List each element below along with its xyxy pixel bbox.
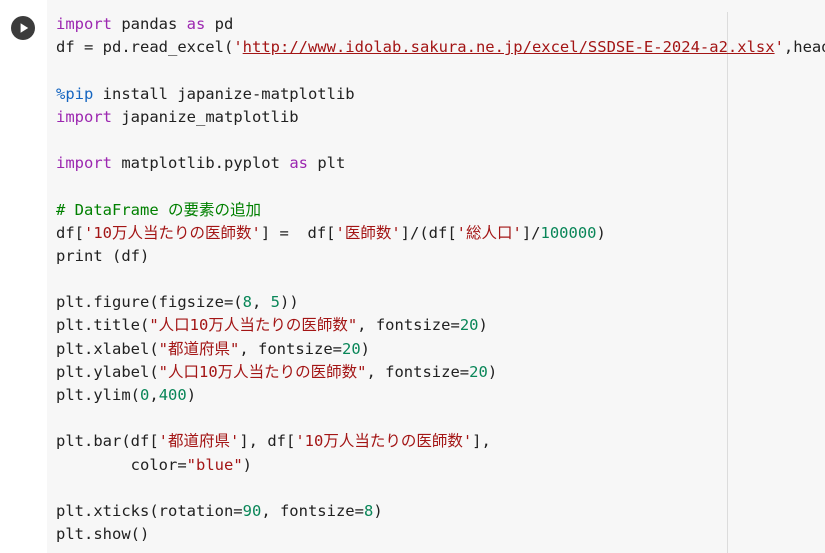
code-token: '総人口' <box>456 223 522 242</box>
code-token: , fontsize= <box>357 316 460 335</box>
code-line: plt.ylim(0,400) <box>56 384 825 407</box>
code-line: plt.title("人口10万人当たりの医師数", fontsize=20) <box>56 314 825 337</box>
code-token: 20 <box>459 316 479 335</box>
code-token: print (df) <box>56 246 150 265</box>
play-icon <box>20 23 29 33</box>
code-token: pandas <box>112 15 187 33</box>
code-line: plt.xlabel("都道府県", fontsize=20) <box>56 338 825 361</box>
code-token: '10万人当たりの医師数' <box>295 432 473 451</box>
code-line: ​ <box>56 477 825 500</box>
code-token: plt.figure(figsize=( <box>56 293 243 312</box>
code-token: 400 <box>158 386 187 404</box>
code-token: , <box>149 386 159 404</box>
code-token: plt.xticks(rotation= <box>56 501 243 520</box>
code-line: %pip install japanize-matplotlib <box>56 83 825 106</box>
code-token: as <box>289 154 308 173</box>
code-token: import <box>56 15 112 33</box>
code-line: import pandas as pd <box>56 13 825 36</box>
code-token: , <box>251 293 271 312</box>
code-token: 8 <box>242 293 252 312</box>
code-line: plt.ylabel("人口10万人当たりの医師数", fontsize=20) <box>56 361 825 384</box>
code-token: '都道府県' <box>158 432 240 451</box>
code-token: plt.xlabel( <box>56 339 159 358</box>
code-line: import matplotlib.pyplot as plt <box>56 152 825 175</box>
code-token: ]/ <box>521 223 541 242</box>
run-cell-button[interactable] <box>11 16 35 40</box>
code-line: plt.figure(figsize=(8, 5)) <box>56 291 825 314</box>
code-token: pd <box>205 15 234 33</box>
code-token: ]/(df[ <box>400 223 457 242</box>
code-token: ) <box>373 501 383 520</box>
code-line: import japanize_matplotlib <box>56 106 825 129</box>
code-token: "blue" <box>186 455 243 474</box>
code-token: plt.title( <box>56 316 150 335</box>
code-token: ' <box>233 38 243 57</box>
code-token: '10万人当たりの医師数' <box>84 223 261 242</box>
code-token: import <box>56 107 112 126</box>
code-token: 0 <box>140 386 150 404</box>
code-line: ​ <box>56 407 825 430</box>
code-token: 20 <box>469 362 488 381</box>
code-token: install japanize-matplotlib <box>93 84 355 103</box>
code-token: color= <box>56 455 187 474</box>
code-token: matplotlib.pyplot <box>112 154 290 173</box>
code-token: plt.bar(df[ <box>56 432 159 451</box>
code-line: print (df) <box>56 245 825 268</box>
code-token: 8 <box>363 501 374 520</box>
code-line: ​ <box>56 268 825 291</box>
code-token: plt.ylim( <box>56 386 140 404</box>
code-token: ' <box>774 38 784 57</box>
code-line: plt.xticks(rotation=90, fontsize=8) <box>56 500 825 523</box>
code-token: "人口10万人当たりの医師数" <box>158 362 367 381</box>
code-token: 5 <box>270 293 280 312</box>
code-token: , fontsize= <box>239 339 342 358</box>
line-length-ruler <box>727 12 728 553</box>
code-token: df[ <box>56 223 84 242</box>
code-token: 100000 <box>540 223 597 242</box>
code-line: ​ <box>56 175 825 198</box>
code-token: 20 <box>341 339 361 358</box>
code-token: japanize_matplotlib <box>112 107 299 126</box>
code-line: # DataFrame の要素の追加 <box>56 199 825 222</box>
code-token: ], df[ <box>239 432 296 451</box>
code-token: , fontsize= <box>366 362 470 381</box>
code-token: "人口10万人当たりの医師数" <box>149 316 358 335</box>
code-line: color="blue") <box>56 454 825 477</box>
code-line: df['10万人当たりの医師数'] = df['医師数']/(df['総人口']… <box>56 222 825 245</box>
code-token: plt.show() <box>56 525 150 544</box>
code-token: plt <box>307 154 346 173</box>
code-token: # DataFrame の要素の追加 <box>56 200 261 219</box>
code-token: http://www.idolab.sakura.ne.jp/excel/SSD… <box>242 38 775 57</box>
code-token: ) <box>478 316 488 335</box>
code-token: ) <box>596 223 606 242</box>
code-token: %pip <box>56 84 94 103</box>
code-cell[interactable] <box>47 0 825 553</box>
code-token: 90 <box>242 501 262 520</box>
code-token: ) <box>186 386 197 404</box>
code-token: df = pd.read_excel( <box>56 38 234 57</box>
code-token: )) <box>280 293 299 312</box>
code-token: as <box>186 15 206 33</box>
code-token: , fontsize= <box>261 501 364 520</box>
code-token: ,header= <box>783 38 825 57</box>
code-token: import <box>56 154 112 173</box>
code-token: "都道府県" <box>158 339 240 358</box>
code-token: '医師数' <box>335 223 401 242</box>
code-token: ] = df[ <box>260 223 336 242</box>
code-line: df = pd.read_excel('http://www.idolab.sa… <box>56 36 825 59</box>
code-token: plt.ylabel( <box>56 362 159 381</box>
code-line: ​ <box>56 129 825 152</box>
code-line: plt.show() <box>56 523 825 546</box>
code-line: plt.bar(df['都道府県'], df['10万人当たりの医師数'], <box>56 430 825 453</box>
code-token: ], <box>472 432 491 451</box>
code-line: ​ <box>56 59 825 82</box>
code-token: ) <box>360 339 370 358</box>
cell-gutter <box>0 0 47 553</box>
code-token: ) <box>242 455 252 474</box>
code-token: ) <box>487 362 498 381</box>
